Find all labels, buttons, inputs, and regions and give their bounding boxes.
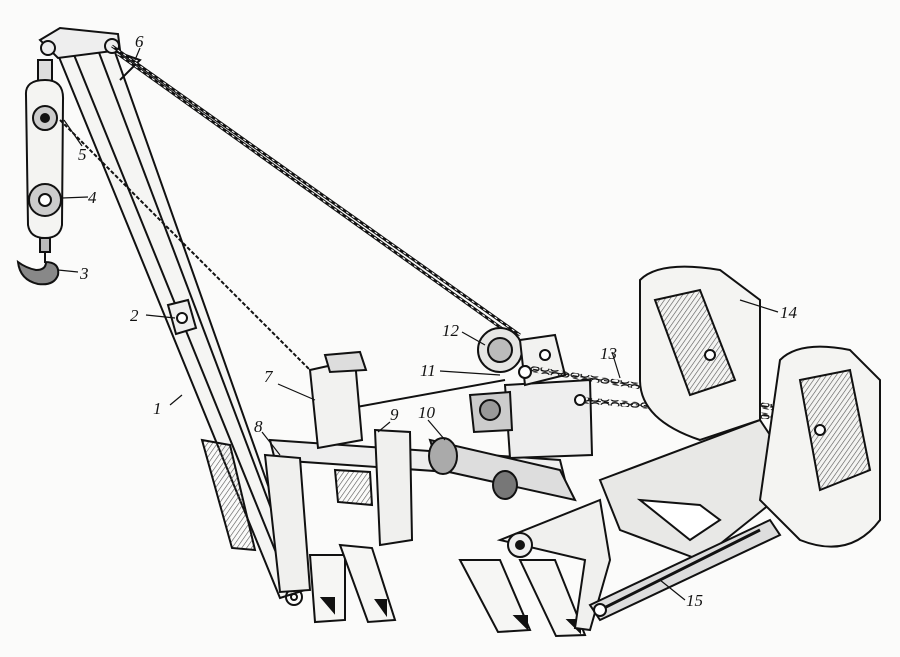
lower-frame xyxy=(496,498,782,632)
tractor-body xyxy=(598,265,881,562)
leader-lines xyxy=(57,47,779,601)
callout-12: 12 xyxy=(442,321,459,340)
callout-14: 14 xyxy=(780,303,797,322)
callout-7: 7 xyxy=(264,367,273,386)
callout-2: 2 xyxy=(130,306,139,325)
callout-11: 11 xyxy=(420,361,436,380)
callout-5: 5 xyxy=(78,145,87,164)
callout-3: 3 xyxy=(80,264,89,283)
winch-assembly xyxy=(428,327,594,502)
callout-4: 4 xyxy=(88,188,97,207)
cables xyxy=(59,44,526,411)
pivot-block xyxy=(166,298,198,336)
track-plates xyxy=(308,543,587,638)
hook-block xyxy=(16,59,65,286)
callout-8: 8 xyxy=(254,417,263,436)
callout-15: 15 xyxy=(686,591,703,610)
callout-6: 6 xyxy=(135,32,144,51)
callout-1: 1 xyxy=(153,399,162,418)
callout-10: 10 xyxy=(418,403,435,422)
callout-9: 9 xyxy=(390,405,399,424)
callout-13: 13 xyxy=(600,344,617,363)
